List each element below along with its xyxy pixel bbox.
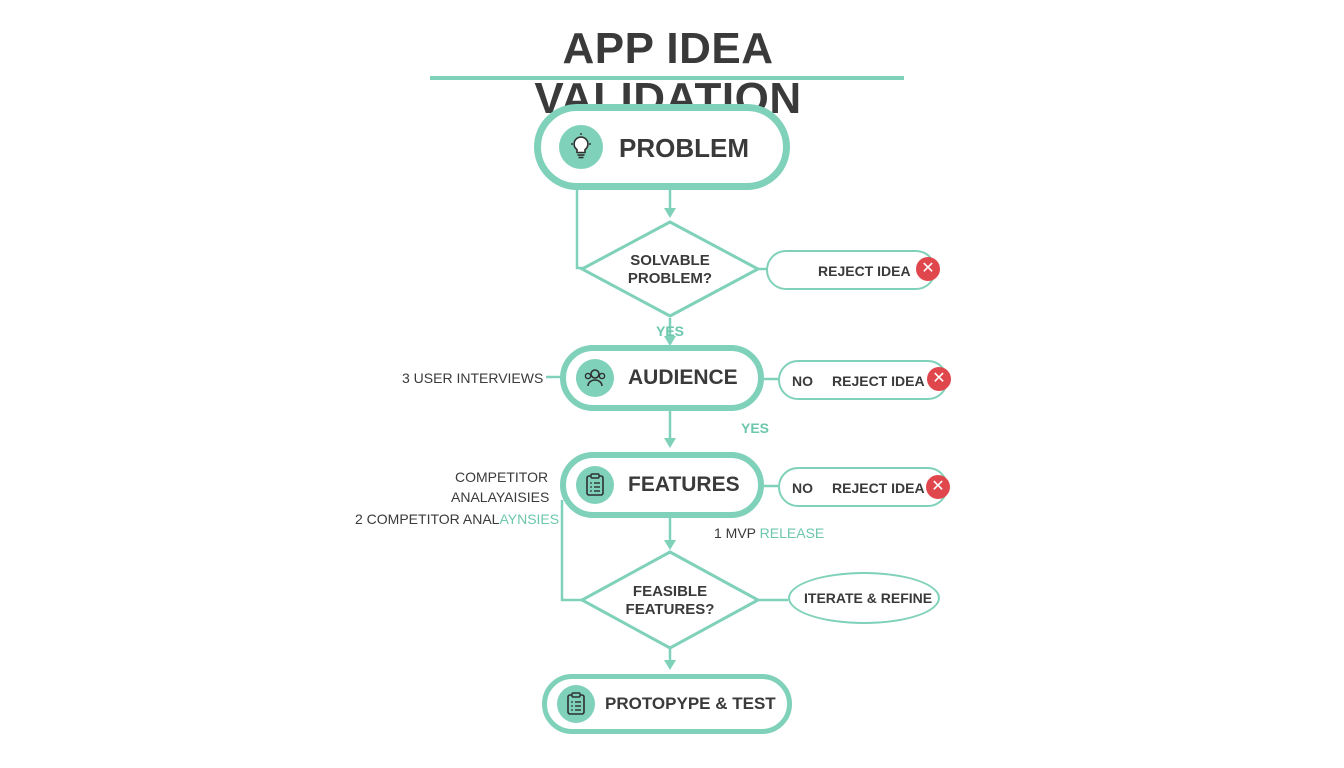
reject-idea-2: NO REJECT IDEA bbox=[778, 360, 948, 400]
mvp-release-note: 1 MVP RELEASE bbox=[714, 525, 824, 541]
problem-node: PROBLEM bbox=[534, 104, 790, 190]
features-label: FEATURES bbox=[628, 473, 740, 496]
user-interviews-note: 3 USER INTERVIEWS bbox=[402, 370, 544, 386]
close-icon: ✕ bbox=[927, 367, 951, 391]
arrowhead bbox=[664, 540, 676, 550]
reject-idea-3: NO REJECT IDEA bbox=[778, 467, 948, 507]
prototype-node: PROTOPYPE & TEST bbox=[542, 674, 792, 734]
feasible-question: FEASIBLE FEATURES? bbox=[610, 583, 730, 619]
reject-idea-1: REJECT IDEA bbox=[766, 250, 936, 290]
problem-label: PROBLEM bbox=[619, 133, 749, 163]
arrowhead bbox=[664, 438, 676, 448]
decision-diamond-solvable bbox=[578, 220, 762, 318]
loop-connector-features bbox=[560, 500, 582, 602]
iterate-refine-node: ITERATE & REFINE bbox=[788, 572, 940, 624]
feasible-line2: FEATURES? bbox=[625, 601, 715, 618]
feasible-line1: FEASIBLE bbox=[632, 583, 708, 600]
arrowhead bbox=[664, 336, 676, 346]
yes-label-1: YES bbox=[656, 323, 685, 339]
lightbulb-icon bbox=[559, 125, 603, 169]
arrowhead bbox=[664, 208, 676, 218]
mvp-release: RELEASE bbox=[759, 525, 825, 541]
audience-label: AUDIENCE bbox=[628, 366, 738, 389]
yes-label-2: YES bbox=[741, 420, 770, 436]
solvable-line1: SOLVABLE bbox=[630, 252, 710, 269]
reject-label-3: REJECT IDEA bbox=[832, 480, 925, 496]
clipboard-icon bbox=[557, 685, 595, 723]
solvable-line2: PROBLEM? bbox=[627, 270, 713, 287]
arrowhead bbox=[664, 660, 676, 670]
competitor-note-line1: COMPETITOR bbox=[455, 469, 549, 485]
audience-node: AUDIENCE bbox=[560, 345, 764, 411]
competitor-note-line2: ANALAYAISIES bbox=[451, 489, 550, 505]
users-icon bbox=[576, 359, 614, 397]
close-icon: ✕ bbox=[926, 475, 950, 499]
competitor-count-a: 2 COMPETITOR ANAL bbox=[355, 511, 500, 527]
title-underline bbox=[430, 76, 904, 80]
decision-diamond-feasible bbox=[578, 550, 762, 650]
clipboard-icon bbox=[576, 466, 614, 504]
no-label-3: NO bbox=[792, 480, 813, 496]
competitor-count-note: 2 COMPETITOR ANALAYNSIES bbox=[355, 511, 559, 527]
iterate-label: ITERATE & REFINE bbox=[804, 590, 933, 606]
features-node: FEATURES bbox=[560, 452, 764, 518]
competitor-count-b: AYNSIES bbox=[499, 511, 560, 527]
solvable-question: SOLVABLE PROBLEM? bbox=[610, 252, 730, 288]
loop-connector-problem bbox=[575, 188, 584, 270]
close-icon: ✕ bbox=[916, 257, 940, 281]
no-label-2: NO bbox=[792, 373, 813, 389]
mvp-count: 1 MVP bbox=[714, 525, 760, 541]
reject-label-2: REJECT IDEA bbox=[832, 373, 925, 389]
prototype-label: PROTOPYPE & TEST bbox=[605, 694, 776, 713]
reject-label-1: REJECT IDEA bbox=[818, 263, 911, 279]
